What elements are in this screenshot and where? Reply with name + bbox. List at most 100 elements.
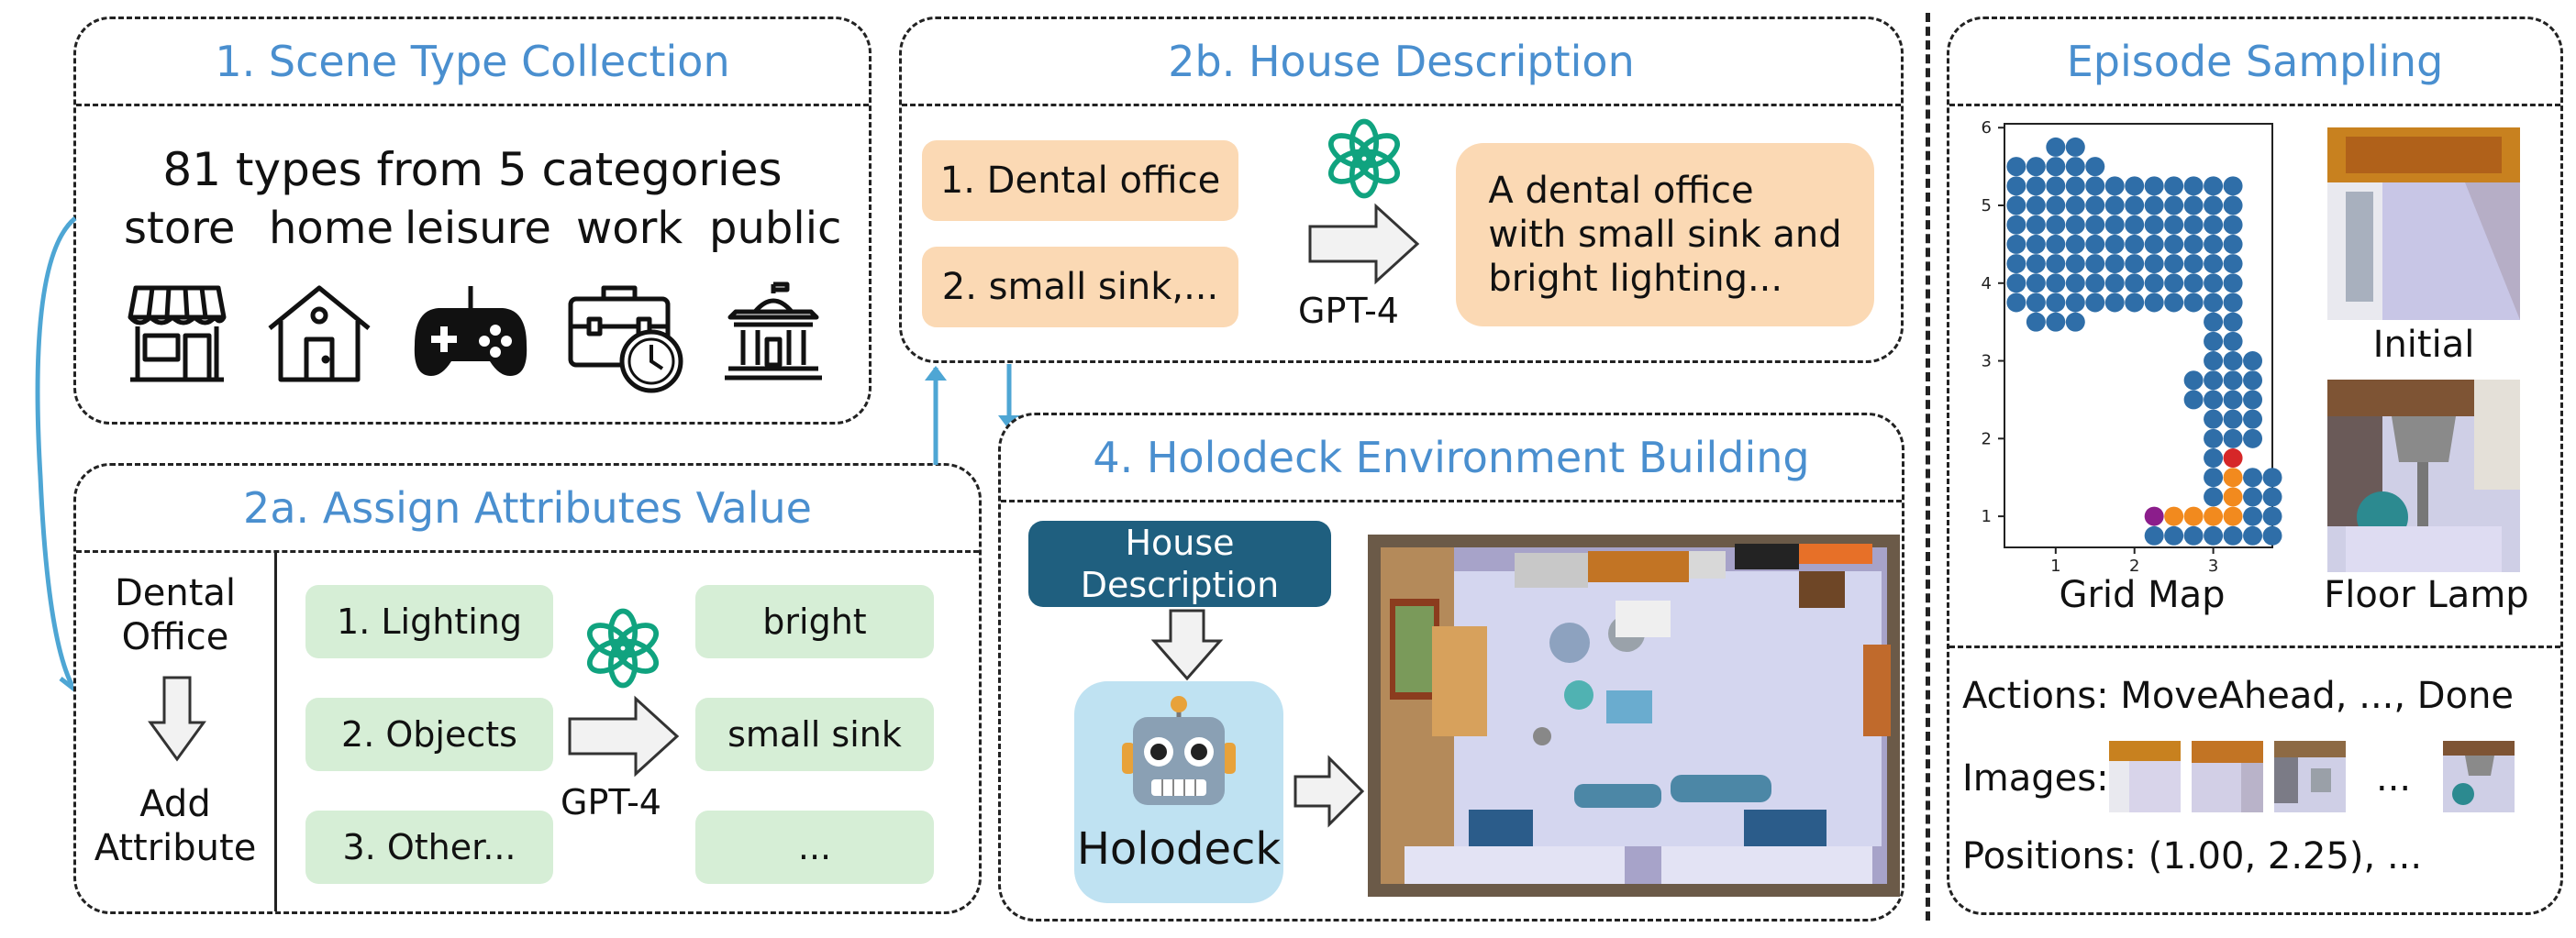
value-bright: bright [695, 585, 934, 658]
data-point [2085, 176, 2105, 196]
data-point [2183, 215, 2204, 235]
y-tick-label: 4 [1982, 274, 1992, 293]
data-point [2026, 292, 2046, 313]
data-point [2204, 312, 2224, 332]
data-point [2085, 215, 2105, 235]
divider [1001, 500, 1902, 502]
data-point [2243, 351, 2263, 371]
data-point [2204, 506, 2224, 526]
data-point [2164, 195, 2184, 215]
data-point [2223, 390, 2243, 410]
x-tick-label: 2 [2129, 557, 2139, 576]
data-point [2104, 215, 2125, 235]
data-point [2243, 428, 2263, 448]
data-point [2006, 157, 2026, 177]
data-point [2183, 390, 2204, 410]
divider [1949, 104, 2560, 106]
data-point [2144, 525, 2164, 546]
data-point [2104, 254, 2125, 274]
category-store: store [124, 203, 236, 254]
data-point [2223, 468, 2243, 488]
house-item-sink: 2. small sink,... [922, 247, 1238, 327]
data-point [2223, 331, 2243, 351]
episode-sampling-title: Episode Sampling [2066, 37, 2444, 86]
episode-image-thumb [2109, 741, 2181, 812]
data-point [2183, 273, 2204, 293]
data-point [2125, 273, 2145, 293]
right-arrow-icon [1308, 203, 1420, 285]
data-point [2144, 254, 2164, 274]
data-point [2164, 273, 2184, 293]
data-point [2223, 273, 2243, 293]
data-point [2204, 428, 2224, 448]
x-tick-label: 3 [2208, 557, 2218, 576]
data-point [2204, 370, 2224, 391]
data-point [2046, 273, 2066, 293]
episode-image-thumb [2274, 741, 2346, 812]
robot-icon [1122, 696, 1236, 805]
house-description-title: 2b. House Description [1168, 37, 1635, 86]
data-point [2204, 254, 2224, 274]
episode-image-thumb [2192, 741, 2263, 812]
data-point [2026, 254, 2046, 274]
holodeck-engine-box: Holodeck [1074, 681, 1283, 903]
data-point [2144, 195, 2164, 215]
data-point [2223, 525, 2243, 546]
data-point [2183, 525, 2204, 546]
data-point [2164, 234, 2184, 254]
data-point [2026, 273, 2046, 293]
house-description-output: A dental office with small sink and brig… [1456, 143, 1874, 326]
data-point [2223, 176, 2243, 196]
value-small-sink: small sink [695, 698, 934, 771]
data-point [2026, 215, 2046, 235]
y-tick-label: 5 [1982, 196, 1992, 215]
data-point [2183, 234, 2204, 254]
attribute-objects: 2. Objects [305, 698, 553, 771]
data-point [2144, 234, 2164, 254]
data-point [2065, 176, 2085, 196]
data-point [2125, 215, 2145, 235]
data-point [2065, 292, 2085, 313]
category-public: public [709, 203, 842, 254]
data-point [2026, 157, 2046, 177]
data-point [2046, 137, 2066, 157]
holodeck-panel: 4. Holodeck Environment Building House D… [998, 413, 1904, 921]
data-point [2262, 487, 2282, 507]
right-arrow-icon [1294, 755, 1365, 828]
y-tick-label: 1 [1982, 507, 1992, 526]
data-point [2125, 176, 2145, 196]
gamepad-icon [414, 286, 527, 376]
data-point [2144, 506, 2164, 526]
data-point [2183, 176, 2204, 196]
data-point [2164, 176, 2184, 196]
data-point [2085, 157, 2105, 177]
right-arrow-icon [568, 695, 680, 778]
data-point [2125, 234, 2145, 254]
data-point [2065, 195, 2085, 215]
data-point [2223, 195, 2243, 215]
data-point [2144, 215, 2164, 235]
data-point [2026, 176, 2046, 196]
vertical-divider [274, 550, 277, 911]
data-point [2183, 506, 2204, 526]
data-point [2144, 273, 2164, 293]
home-icon [268, 285, 371, 382]
assign-attributes-title: 2a. Assign Attributes Value [243, 483, 812, 533]
holodeck-title: 4. Holodeck Environment Building [1093, 433, 1810, 482]
house-description-panel: 2b. House Description 1. Dental office 2… [899, 17, 1904, 363]
data-point [2183, 254, 2204, 274]
data-point [2204, 390, 2224, 410]
data-point [2026, 234, 2046, 254]
data-point [2085, 292, 2105, 313]
data-point [2125, 292, 2145, 313]
data-point [2006, 234, 2026, 254]
attribute-other: 3. Other... [305, 811, 553, 884]
y-tick-label: 2 [1982, 429, 1992, 448]
data-point [2204, 234, 2224, 254]
data-point [2006, 292, 2026, 313]
images-ellipsis: ... [2376, 757, 2412, 800]
house-description-input: House Description [1028, 521, 1331, 607]
data-point [2223, 487, 2243, 507]
data-point [2006, 176, 2026, 196]
